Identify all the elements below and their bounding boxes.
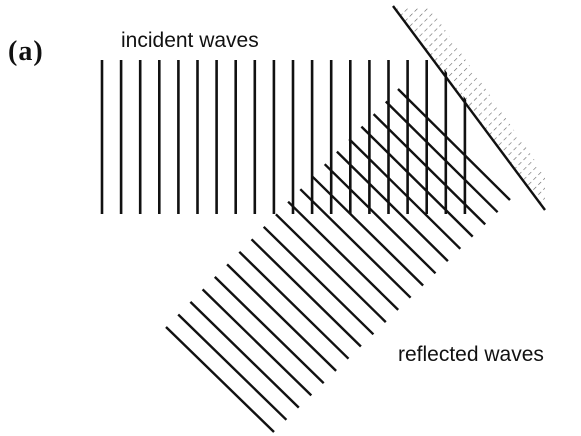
reflected-wavefront: [252, 239, 361, 346]
reflected-wavefront: [288, 202, 398, 310]
reflected-waves-label: reflected waves: [398, 343, 544, 367]
reflected-wavefront: [361, 127, 472, 237]
reflected-wavefront: [300, 189, 410, 298]
incident-waves: [102, 60, 465, 214]
incident-waves-label: incident waves: [121, 29, 259, 53]
reflected-wavefront: [349, 139, 460, 249]
reflected-wavefront: [337, 152, 448, 262]
reflected-wavefront: [264, 227, 374, 334]
reflected-wavefront: [276, 214, 386, 322]
reflected-wavefront: [374, 114, 486, 224]
reflected-wavefront: [325, 164, 436, 273]
panel-label: (a): [8, 36, 44, 68]
